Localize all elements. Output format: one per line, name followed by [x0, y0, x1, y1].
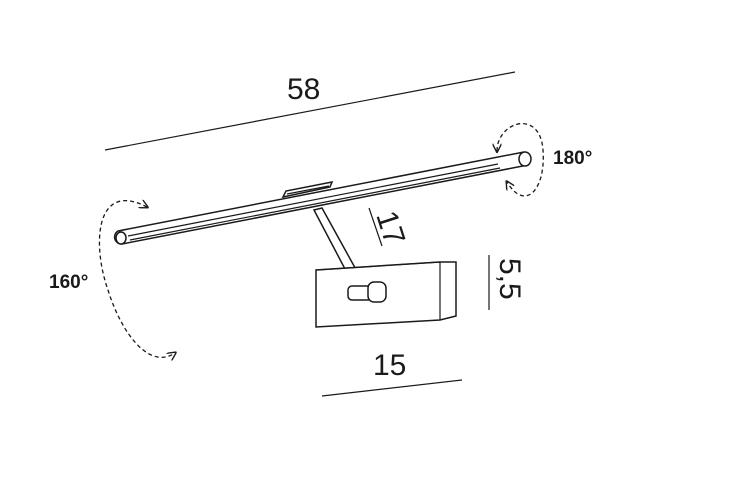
width-dimension-label: 15: [373, 349, 406, 382]
height-dimension-label: 5,5: [493, 258, 526, 300]
length-dimension-label: 58: [287, 73, 320, 106]
left-rotation-label: 160°: [49, 272, 88, 293]
length-dimension-line: [104, 71, 516, 151]
lamp-bar: [113, 151, 532, 245]
pivot-knob: [347, 281, 387, 303]
arm-dimension-label: 17: [369, 207, 411, 249]
arm-dimension-line: [368, 207, 383, 247]
bar-clip: [281, 180, 334, 199]
right-rotation-label: 180°: [553, 148, 592, 169]
right-rotation-arc: [497, 122, 544, 197]
width-dimension-line: [321, 379, 463, 397]
left-rotation-arc: [98, 201, 175, 358]
